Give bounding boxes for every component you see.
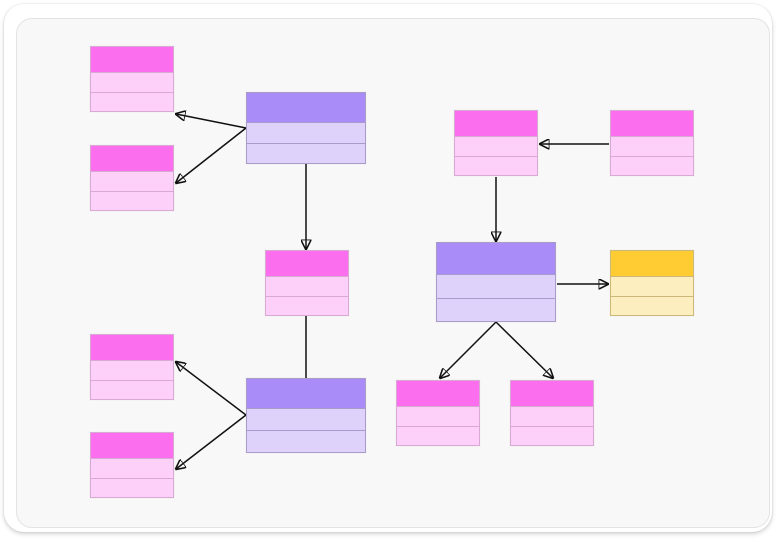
node-pink-mid-center-row-1 — [266, 277, 348, 296]
node-pink-top-left-upper[interactable] — [90, 46, 174, 112]
node-pink-top-left-lower[interactable] — [90, 145, 174, 211]
node-purple-right-center-header — [437, 243, 555, 275]
node-pink-bottom-left-lower[interactable] — [90, 432, 174, 498]
node-pink-bottom-left-lower-header — [91, 433, 173, 459]
node-yellow-right-header — [611, 251, 693, 277]
node-pink-bottom-left-lower-row-2 — [91, 477, 173, 498]
node-purple-right-center[interactable] — [436, 242, 556, 322]
node-pink-bottom-right-left-row-1 — [397, 407, 479, 426]
node-purple-bottom-center-row-1 — [247, 409, 365, 430]
node-pink-bottom-left-upper[interactable] — [90, 334, 174, 400]
node-purple-top-center-row-1 — [247, 123, 365, 143]
node-purple-top-center-row-2 — [247, 142, 365, 164]
node-pink-top-left-upper-row-2 — [91, 91, 173, 112]
node-pink-top-right-right-row-2 — [611, 155, 693, 176]
node-pink-top-left-lower-row-1 — [91, 172, 173, 191]
node-purple-bottom-center[interactable] — [246, 378, 366, 453]
node-pink-top-right-right-header — [611, 111, 693, 137]
node-pink-top-right-left[interactable] — [454, 110, 538, 176]
node-pink-top-right-left-row-2 — [455, 155, 537, 176]
node-pink-bottom-right-right[interactable] — [510, 380, 594, 446]
node-purple-top-center[interactable] — [246, 92, 366, 164]
node-yellow-right[interactable] — [610, 250, 694, 316]
node-pink-top-left-lower-row-2 — [91, 190, 173, 211]
node-pink-top-right-left-row-1 — [455, 137, 537, 156]
node-pink-top-right-right-row-1 — [611, 137, 693, 156]
node-pink-bottom-right-right-row-1 — [511, 407, 593, 426]
node-pink-mid-center-header — [266, 251, 348, 277]
node-pink-bottom-right-right-row-2 — [511, 425, 593, 446]
node-yellow-right-row-2 — [611, 295, 693, 316]
node-pink-top-right-left-header — [455, 111, 537, 137]
node-pink-bottom-left-upper-row-2 — [91, 379, 173, 400]
node-purple-top-center-header — [247, 93, 365, 123]
node-pink-bottom-right-left-header — [397, 381, 479, 407]
node-pink-mid-center[interactable] — [265, 250, 349, 316]
node-pink-top-left-upper-header — [91, 47, 173, 73]
node-pink-bottom-left-upper-row-1 — [91, 361, 173, 380]
node-pink-bottom-right-left-row-2 — [397, 425, 479, 446]
node-pink-mid-center-row-2 — [266, 295, 348, 316]
node-purple-right-center-row-2 — [437, 297, 555, 322]
node-pink-top-left-lower-header — [91, 146, 173, 172]
node-pink-bottom-left-lower-row-1 — [91, 459, 173, 478]
node-purple-bottom-center-row-2 — [247, 430, 365, 452]
node-pink-top-right-right[interactable] — [610, 110, 694, 176]
node-purple-bottom-center-header — [247, 379, 365, 409]
node-pink-bottom-right-left[interactable] — [396, 380, 480, 446]
node-yellow-right-row-1 — [611, 277, 693, 296]
node-pink-bottom-left-upper-header — [91, 335, 173, 361]
node-purple-right-center-row-1 — [437, 275, 555, 298]
node-pink-top-left-upper-row-1 — [91, 73, 173, 92]
node-pink-bottom-right-right-header — [511, 381, 593, 407]
